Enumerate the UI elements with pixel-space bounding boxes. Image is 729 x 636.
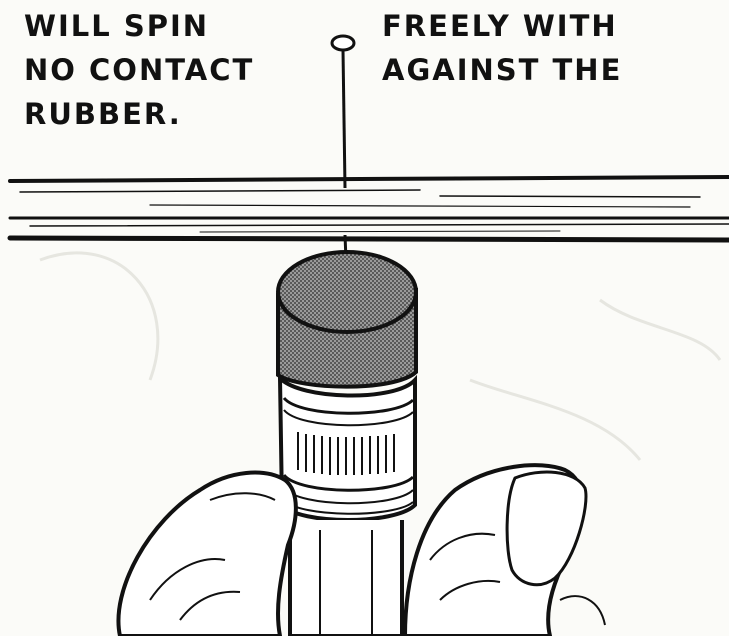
board-bottom-edge: [10, 238, 729, 240]
pin-head: [332, 36, 354, 50]
pencil-shaft: [290, 520, 402, 636]
board-top-edge: [10, 177, 729, 181]
board: [10, 177, 729, 240]
caption-left-line-3: RUBBER.: [24, 92, 254, 136]
ferrule: [280, 378, 415, 520]
caption-left-line-2: NO CONTACT: [24, 48, 254, 92]
caption-right-line-2: AGAINST THE: [382, 48, 622, 92]
thumbnail: [507, 472, 586, 585]
caption-left: WILL SPIN NO CONTACT RUBBER.: [24, 4, 254, 136]
caption-right: FREELY WITH AGAINST THE: [382, 4, 622, 92]
caption-right-line-1: FREELY WITH: [382, 4, 622, 48]
caption-left-line-1: WILL SPIN: [24, 4, 254, 48]
pin: [332, 36, 354, 285]
eraser: [278, 252, 416, 387]
pin-shaft-upper: [343, 50, 345, 188]
eraser-top: [278, 252, 416, 332]
